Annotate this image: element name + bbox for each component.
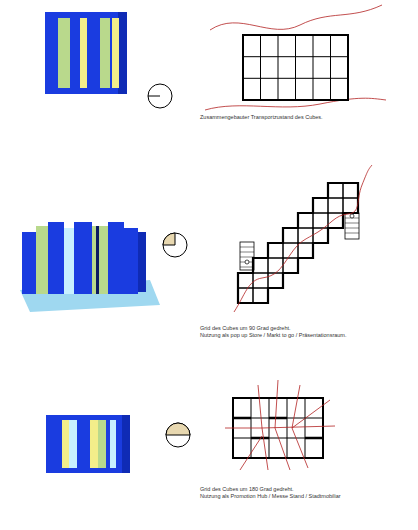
rotation-symbol <box>166 423 190 447</box>
caption-note: Grid des Cubes um 180 Grad gedreht. <box>200 486 294 493</box>
cube-rotated <box>46 415 130 473</box>
rotation-symbol <box>163 233 187 257</box>
caption-note: Zusammengebauter Transportzustand des Cu… <box>200 114 323 121</box>
grid-plan <box>205 5 386 110</box>
cube-closed <box>45 12 127 94</box>
grid-plan <box>225 380 335 470</box>
caption-note: Grid des Cubes um 90 Grad gedreht. <box>200 325 291 332</box>
rotation-symbol <box>148 84 172 108</box>
caption-note: Nutzung als Promotion Hub / Messe Stand … <box>200 493 341 500</box>
caption-note: Nutzung als pop up Store / Markt to go /… <box>200 332 346 339</box>
cube-opened <box>20 222 160 312</box>
grid-plan <box>234 165 372 312</box>
